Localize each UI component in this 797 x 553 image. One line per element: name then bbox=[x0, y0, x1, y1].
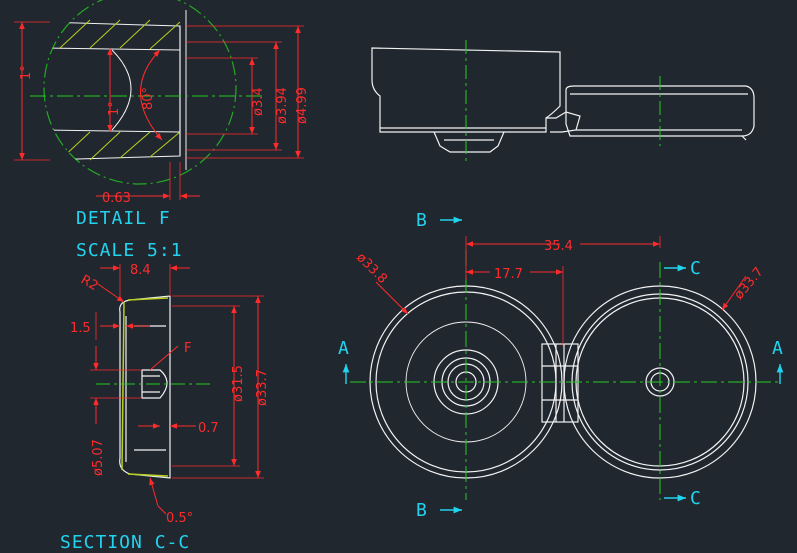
section-marker-b-top: B bbox=[416, 210, 462, 231]
left-diameter-label: ø33.8 bbox=[353, 250, 390, 287]
section-marker-a-right: A bbox=[772, 338, 784, 384]
detail-boundary-circle bbox=[43, 0, 237, 185]
outer-diameter-label: ø33.7 bbox=[255, 369, 270, 406]
marker-c-bottom-label: C bbox=[690, 488, 702, 509]
pitch-label: 35.4 bbox=[544, 239, 573, 254]
section-marker-a-left: A bbox=[338, 338, 350, 384]
section-marker-c-top: C bbox=[664, 258, 702, 279]
hatch-top bbox=[44, 19, 181, 51]
angle-outer-label: 1° bbox=[19, 65, 34, 80]
right-diameter-label: ø33.7 bbox=[732, 265, 767, 303]
marker-b-top-label: B bbox=[416, 210, 428, 231]
section-marker-b-bottom: B bbox=[416, 500, 462, 521]
detail-f-view: 1° 1° 80° ø3.4 ø3.94 ø4.99 0.63 DETAIL F… bbox=[14, 0, 310, 261]
diameter-3-94-label: ø3.94 bbox=[275, 87, 290, 124]
diameter-4-99-label: ø4.99 bbox=[295, 87, 310, 124]
angle-cone-label: 80° bbox=[141, 87, 156, 110]
detail-title: DETAIL F bbox=[76, 208, 171, 229]
section-title: SECTION C-C bbox=[60, 532, 190, 553]
hub-diameter-label: ø5.07 bbox=[91, 439, 106, 476]
hatch-bottom bbox=[44, 129, 181, 161]
section-outer-profile bbox=[119, 295, 171, 479]
angle-inner-label: 1° bbox=[107, 101, 122, 116]
gap-label: 0.63 bbox=[102, 191, 131, 206]
side-view bbox=[371, 47, 755, 153]
diameter-3-4-label: ø3.4 bbox=[251, 87, 266, 116]
detail-geometry bbox=[44, 10, 187, 170]
marker-c-top-label: C bbox=[690, 258, 702, 279]
depth-label: 1.5 bbox=[70, 321, 91, 336]
marker-b-bottom-label: B bbox=[416, 500, 428, 521]
hinge bbox=[541, 343, 579, 423]
draft-angle-label: 0.5° bbox=[166, 511, 193, 526]
radius-label: R2 bbox=[78, 272, 100, 294]
wall-label: 0.7 bbox=[198, 421, 219, 436]
section-marker-c-bottom: C bbox=[664, 488, 702, 509]
inner-diameter-label: ø31.5 bbox=[231, 365, 246, 402]
marker-a-left-label: A bbox=[338, 338, 350, 359]
width-label: 8.4 bbox=[130, 263, 151, 278]
half-pitch-label: 17.7 bbox=[494, 267, 523, 282]
detail-scale: SCALE 5:1 bbox=[76, 240, 183, 261]
detail-callout-label: F bbox=[184, 341, 191, 356]
marker-a-right-label: A bbox=[772, 338, 784, 359]
section-cc-view: 8.4 R2 1.5 F ø5.07 0.7 ø31.5 ø33.7 0.5° bbox=[60, 263, 270, 553]
